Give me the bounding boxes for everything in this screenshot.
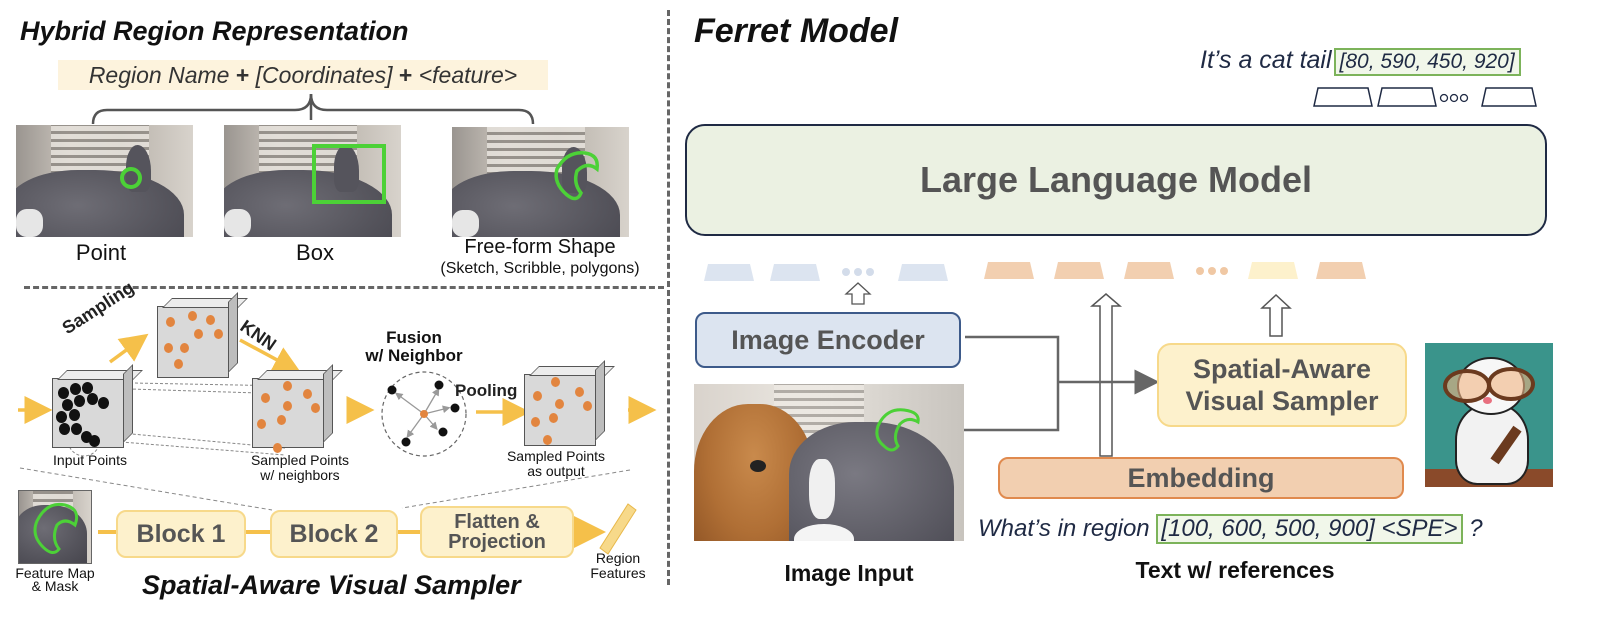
block-2: Block 2	[270, 510, 398, 558]
knn-arrow	[239, 338, 302, 373]
box-label: Box	[296, 240, 334, 265]
query-text: What’s in region [100, 600, 500, 900] <S…	[978, 514, 1483, 544]
panel-divider	[667, 10, 670, 585]
hybrid-region-title: Hybrid Region Representation	[20, 16, 409, 46]
input-points-label: Input Points	[53, 452, 127, 468]
image-encoder-label: Image Encoder	[731, 324, 925, 355]
image-token	[770, 264, 820, 281]
fusion-label-line2: w/ Neighbor	[365, 346, 463, 365]
query-suffix: ?	[1462, 515, 1483, 542]
image-token	[898, 264, 948, 281]
sampled-output-label-line2: as output	[527, 463, 585, 479]
sampled-output-label-line1: Sampled Points	[506, 448, 606, 464]
formula-plus: +	[398, 62, 413, 88]
point-marker	[120, 167, 142, 189]
feature-map-label-line1: Feature Map	[15, 565, 95, 581]
sampler-label-line2: Visual Sampler	[1185, 386, 1379, 416]
output-token	[1481, 87, 1537, 107]
sampled-points-cube	[157, 306, 229, 378]
box-example-image	[224, 125, 401, 237]
large-language-model-block: Large Language Model	[685, 124, 1547, 236]
encoder-up-arrow	[844, 282, 872, 305]
sampler-up-arrow	[1260, 293, 1292, 337]
input-image	[694, 384, 964, 541]
text-token	[984, 262, 1034, 279]
input-points-cube	[52, 378, 124, 448]
point-label: Point	[75, 240, 127, 265]
sampled-output-cube	[524, 374, 596, 446]
formula-feature: <feature>	[412, 62, 518, 88]
image-token-ellipsis	[842, 268, 874, 276]
fusion-neighborhood	[381, 371, 467, 457]
region-features-vector	[599, 503, 637, 555]
ferret-mascot	[1425, 343, 1553, 487]
text-token	[1054, 262, 1104, 279]
flatten-label-line1: Flatten &	[454, 511, 540, 533]
block-1: Block 1	[116, 510, 246, 558]
output-answer: It’s a cat tail	[1200, 46, 1332, 74]
embedding-block: Embedding	[998, 457, 1404, 499]
image-encoder-block: Image Encoder	[695, 312, 961, 368]
sampled-neighbors-label-line2: w/ neighbors	[260, 467, 340, 483]
flatten-projection-block: Flatten & Projection	[420, 506, 574, 558]
output-tokens	[1313, 87, 1537, 107]
block-1-label: Block 1	[136, 519, 226, 548]
llm-label: Large Language Model	[919, 159, 1313, 200]
model-output-text: It’s a cat tail[80, 590, 450, 920]	[1200, 46, 1521, 76]
output-token	[1377, 87, 1437, 107]
block-2-label: Block 2	[289, 519, 379, 548]
feature-map-mask	[18, 490, 92, 564]
section-divider	[24, 286, 664, 289]
embedding-up-arrow	[1089, 293, 1123, 457]
feature-map-label-line2: & Mask	[31, 578, 79, 594]
image-token	[704, 264, 754, 281]
freeform-label: Free-form Shape	[464, 236, 616, 258]
sampling-arrow	[108, 333, 149, 364]
formula-plus: +	[235, 62, 250, 88]
sampler-title: Spatial-Aware Visual Sampler	[142, 570, 521, 600]
formula-coordinates: [Coordinates]	[249, 62, 399, 88]
point-example-image	[16, 125, 193, 237]
embedding-label: Embedding	[1127, 462, 1275, 493]
region-feature-token	[1248, 262, 1298, 279]
flatten-label-line2: Projection	[448, 531, 546, 553]
query-prefix: What’s in region	[978, 515, 1150, 542]
output-coordinates: [80, 590, 450, 920]	[1333, 48, 1521, 76]
ferret-model-title: Ferret Model	[694, 12, 899, 50]
pooling-label: Pooling	[455, 381, 518, 400]
text-references-label: Text w/ references	[1135, 557, 1335, 583]
freeform-sublabel: (Sketch, Scribble, polygons)	[440, 260, 640, 277]
sampler-label-line1: Spatial-Aware	[1192, 354, 1372, 384]
freeform-marker	[554, 151, 599, 201]
model-connectors	[844, 282, 1292, 457]
box-marker	[312, 144, 386, 204]
region-scribble	[875, 408, 920, 452]
freeform-example-image	[452, 127, 629, 237]
sampled-neighbors-cube	[252, 378, 324, 453]
image-input-label: Image Input	[784, 560, 914, 586]
text-token	[1124, 262, 1174, 279]
formula-region-name: Region Name	[88, 62, 236, 88]
region-features-label-line1: Region	[595, 550, 641, 566]
output-token	[1313, 87, 1373, 107]
fusion-label-line1: Fusion	[386, 328, 442, 347]
region-formula: Region Name + [Coordinates] + <feature>	[58, 60, 548, 90]
text-token	[1316, 262, 1366, 279]
brace-connector	[91, 93, 535, 125]
query-coordinates: [100, 600, 500, 900] <SPE>	[1156, 514, 1463, 544]
spatial-aware-visual-sampler-block: Spatial-Aware Visual Sampler	[1157, 343, 1407, 427]
sampled-neighbors-label-line1: Sampled Points	[250, 452, 350, 468]
region-features-label-line2: Features	[590, 565, 646, 581]
text-token-ellipsis	[1196, 267, 1228, 275]
